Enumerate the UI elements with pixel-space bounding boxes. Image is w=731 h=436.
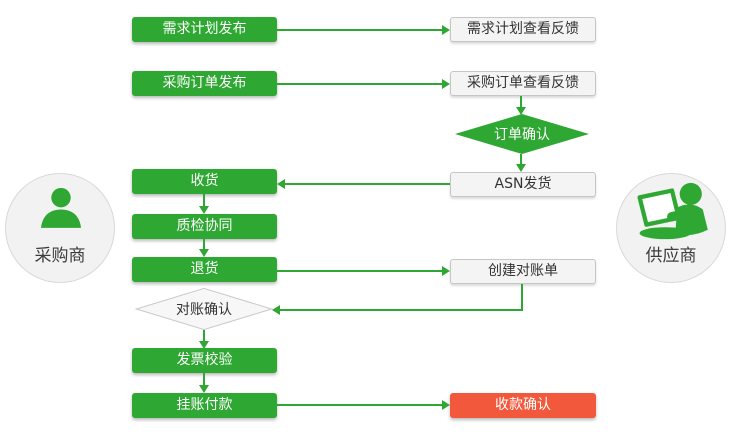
arrow-down-icon <box>199 341 209 349</box>
connector-receive-to-quality <box>203 194 205 207</box>
connector-quality-to-return <box>203 239 205 250</box>
decision-label: 对账确认 <box>176 302 232 318</box>
flow-node-po-publish: 采购订单发布 <box>132 71 277 96</box>
connector-statement-elbow-vertical <box>521 284 523 311</box>
arrow-right-icon <box>442 25 450 35</box>
connector-po <box>277 83 443 85</box>
actor-supplier: 供应商 <box>616 173 726 283</box>
connector-invoice-to-payment <box>203 373 205 386</box>
flow-node-return-goods: 退货 <box>132 257 277 282</box>
arrow-left-icon <box>272 305 280 315</box>
flow-node-quality-check: 质检协同 <box>132 214 277 239</box>
person-icon <box>41 187 81 228</box>
arrow-left-icon <box>277 179 285 189</box>
arrow-down-icon <box>199 385 209 393</box>
flow-node-receive-goods: 收货 <box>132 169 277 194</box>
connector-po-to-confirm <box>520 96 522 108</box>
arrow-right-icon <box>442 79 450 89</box>
connector-confirm-to-invoice <box>203 330 205 342</box>
actor-label-buyer: 采购商 <box>34 246 86 266</box>
arrow-down-icon <box>199 206 209 214</box>
person-laptop-icon <box>637 182 708 240</box>
flow-node-po-feedback: 采购订单查看反馈 <box>450 71 596 96</box>
diamond-shape <box>135 288 273 330</box>
flow-node-asn-ship: ASN发货 <box>450 172 596 197</box>
flow-node-payment-posting: 挂账付款 <box>132 393 277 418</box>
flow-node-demand-plan-feedback: 需求计划查看反馈 <box>450 17 596 42</box>
flow-node-invoice-verify: 发票校验 <box>132 348 277 373</box>
arrow-down-icon <box>516 164 526 172</box>
connector-return-to-statement <box>277 270 443 272</box>
flow-node-create-statement: 创建对账单 <box>450 259 596 284</box>
connector-demand-plan <box>277 29 443 31</box>
flow-decision-statement-confirm: 对账确认 <box>135 288 273 330</box>
flow-decision-order-confirm: 订单确认 <box>455 114 589 154</box>
flow-node-payment-confirm: 收款确认 <box>450 393 596 418</box>
decision-label: 订单确认 <box>494 127 550 143</box>
arrow-right-icon <box>442 266 450 276</box>
arrow-down-icon <box>516 107 526 115</box>
actor-buyer: 采购商 <box>5 173 115 283</box>
diamond-shape <box>455 114 589 154</box>
flow-node-demand-plan-publish: 需求计划发布 <box>132 17 277 42</box>
actor-label-supplier: 供应商 <box>645 246 697 266</box>
connector-payment <box>277 404 443 406</box>
connector-statement-elbow-horizontal <box>279 309 523 311</box>
connector-asn-to-receive <box>285 183 450 185</box>
arrow-down-icon <box>199 249 209 257</box>
connector-confirm-to-asn <box>520 154 522 165</box>
arrow-right-icon <box>442 400 450 410</box>
